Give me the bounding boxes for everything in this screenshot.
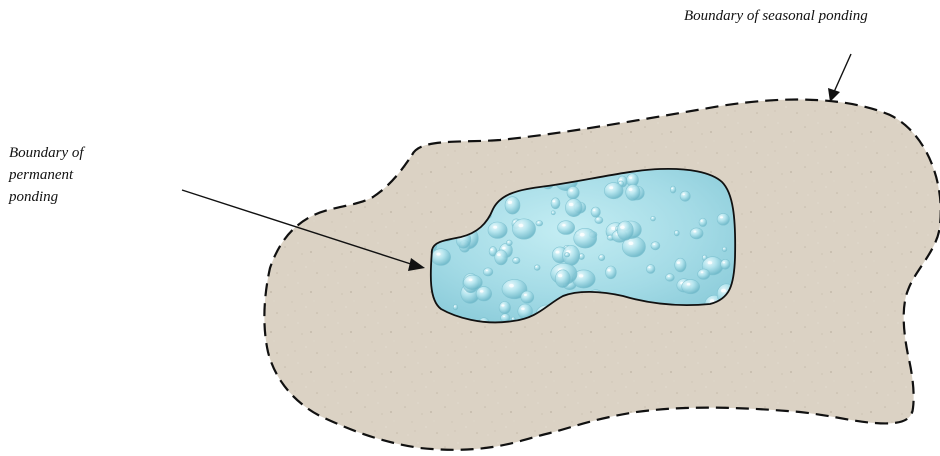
seasonal-boundary-arrow xyxy=(828,54,851,102)
